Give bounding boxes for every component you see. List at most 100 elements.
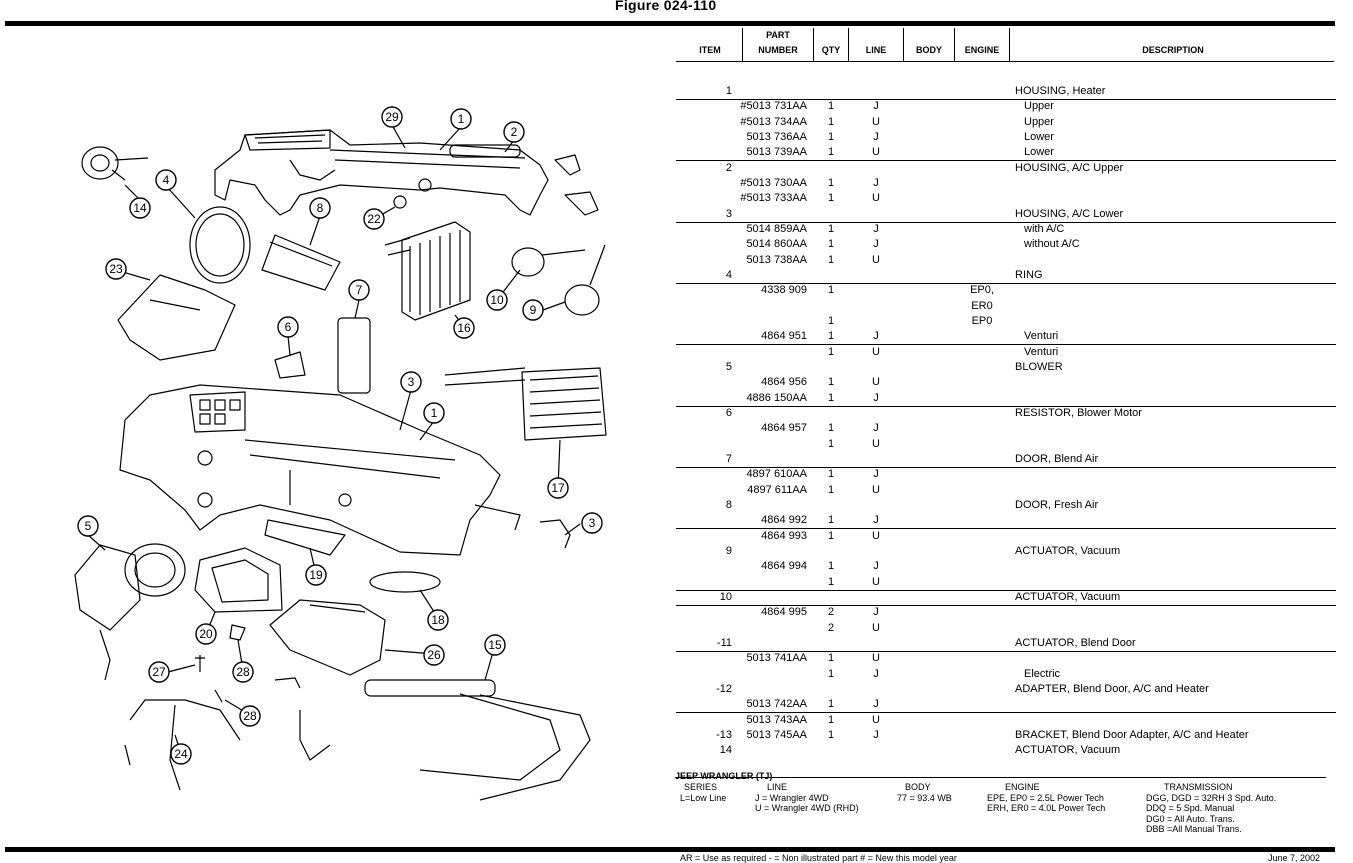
cell-description: without A/C: [1024, 238, 1080, 251]
cell-line: J: [873, 606, 879, 619]
svg-text:17: 17: [551, 481, 565, 495]
callout-29: 28: [232, 661, 254, 683]
exploded-view-illustration: 1 29 2 14 4 8 22 23 7 6 16 10 9 3 1 17 5…: [74, 106, 607, 801]
cell-qty: 1: [827, 130, 835, 143]
header-engine: ENGINE: [964, 45, 1000, 55]
cell-part-number: #5013 734AA: [740, 115, 807, 128]
cell-part-number: 5013 738AA: [746, 253, 807, 266]
table-row: 4864 957 1 J: [676, 421, 1336, 436]
table-row: -11 ACTUATOR, Blend Door: [676, 636, 1336, 652]
legend-series: SERIES L=Low Line: [680, 782, 726, 803]
cell-description: Lower: [1024, 146, 1054, 159]
callout-8: 8: [309, 197, 331, 219]
cell-part-number: 4864 992: [761, 514, 807, 527]
cell-qty: 1: [827, 314, 835, 327]
callout-16: 16: [453, 317, 475, 339]
callout-26: 27: [148, 661, 170, 683]
cell-description: DOOR, Fresh Air: [1015, 498, 1099, 511]
legend-trans-1: DGG, DGD = 32RH 3 Spd. Auto.: [1146, 792, 1277, 803]
seal-20-drawing: [194, 547, 283, 613]
clip-29-drawing: [229, 624, 246, 641]
cell-engine: ER0: [971, 299, 993, 312]
cell-part-number: 4864 956: [761, 376, 807, 389]
svg-text:3: 3: [408, 375, 415, 389]
cell-qty: 1: [827, 728, 835, 741]
svg-text:22: 22: [367, 212, 381, 226]
cell-description: ACTUATOR, Blend Door: [1015, 636, 1136, 649]
header-description: DESCRIPTION: [1142, 45, 1204, 55]
legend-trans-4: DBB =All Manual Trans.: [1146, 824, 1242, 834]
bottom-rule: [5, 847, 1335, 852]
cell-qty: 1: [827, 667, 835, 680]
callout-3b: 3: [581, 512, 603, 534]
cable-15-drawing: [364, 679, 591, 801]
cell-line: J: [873, 728, 879, 741]
cell-part-number: 4864 957: [761, 422, 807, 435]
cell-description: Lower: [1024, 130, 1054, 143]
duct-23-drawing: [117, 274, 236, 361]
cell-qty: 2: [827, 621, 835, 634]
cell-description: HOUSING, A/C Upper: [1015, 161, 1124, 174]
figure-title: Figure 024-110: [615, 0, 717, 13]
legend-series-1: L=Low Line: [680, 792, 727, 803]
cell-part-number: 4864 951: [761, 330, 807, 343]
callout-22: 22: [363, 208, 385, 230]
callout-20: 20: [195, 623, 217, 645]
legend-trans-head: TRANSMISSION: [1164, 782, 1233, 792]
screw-26-drawing: [195, 655, 205, 672]
col-divider: [813, 28, 814, 61]
cell-item: -11: [716, 636, 732, 649]
cell-part-number: 4864 995: [761, 606, 807, 619]
lower-housing-drawing: [119, 384, 521, 556]
svg-text:29: 29: [385, 110, 399, 124]
cell-description: BRACKET, Blend Door Adapter, A/C and Hea…: [1015, 728, 1249, 741]
callout-27: 28: [239, 705, 261, 727]
svg-text:20: 20: [199, 627, 213, 641]
cell-qty: 1: [827, 422, 835, 435]
cell-description: with A/C: [1024, 222, 1065, 235]
svg-text:15: 15: [488, 638, 502, 652]
cell-line: J: [873, 176, 879, 189]
callout-28: 29: [381, 106, 403, 128]
callout-14: 14: [129, 197, 151, 219]
svg-text:19: 19: [309, 568, 323, 582]
svg-text:23: 23: [109, 262, 123, 276]
cell-part-number: 4338 909: [761, 284, 807, 297]
callout-3: 3: [400, 371, 422, 393]
callout-1: 1: [450, 108, 472, 130]
cell-item: 10: [719, 590, 732, 603]
evaporator-17-drawing: [444, 367, 607, 441]
legend-body: BODY 77 = 93.4 WB: [897, 782, 952, 803]
cell-part-number: 4897 610AA: [746, 468, 807, 481]
svg-text:16: 16: [457, 321, 471, 335]
cell-qty: 1: [827, 437, 835, 450]
cell-description: ACTUATOR, Vacuum: [1015, 744, 1121, 757]
screw-27-drawing: [214, 689, 223, 703]
cell-line: J: [873, 422, 879, 435]
callout-17: 17: [547, 477, 569, 499]
callout-15: 15: [484, 634, 506, 656]
actuator-9-drawing: [564, 244, 606, 316]
blower-5-drawing: [74, 543, 186, 681]
legend-engine-1: EPE, EP0 = 2.5L Power Tech: [987, 792, 1104, 803]
svg-text:26: 26: [427, 648, 441, 662]
cell-line: U: [872, 652, 880, 665]
cell-qty: 1: [827, 222, 835, 235]
cell-qty: 1: [827, 560, 835, 573]
table-row: ER0: [676, 299, 1336, 314]
cell-part-number: 5013 745AA: [746, 728, 807, 741]
clip-22-drawing: [393, 195, 407, 209]
callout-24: 24: [170, 743, 192, 765]
cell-item: 7: [725, 452, 732, 465]
cell-part-number: #5013 733AA: [740, 192, 807, 205]
